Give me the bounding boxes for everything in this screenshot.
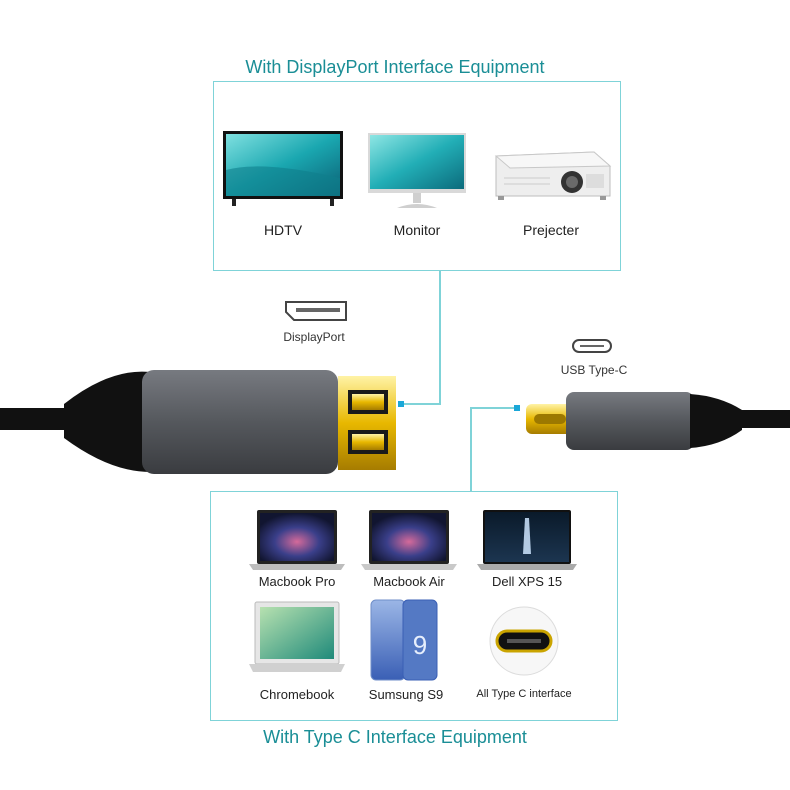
phone-icon: 9 [369, 598, 441, 682]
connector-dot-usb-c [514, 405, 520, 411]
top-section-title: With DisplayPort Interface Equipment [245, 57, 545, 77]
usb-c-cable [520, 380, 790, 460]
svg-text:9: 9 [413, 630, 427, 660]
hdtv-icon [222, 130, 344, 210]
laptop-icon [361, 508, 457, 572]
bottom-section-title: With Type C Interface Equipment [263, 727, 527, 747]
projector-icon [490, 144, 612, 202]
usb-c-port-icon [572, 338, 612, 354]
type-c-devices-box: Macbook Pro Macbook Air Dell XPS 15 Chro… [210, 491, 618, 721]
device-label-hdtv: HDTV [263, 222, 303, 238]
displayport-label: DisplayPort [283, 330, 345, 344]
device-label-macbook-pro: Macbook Pro [258, 574, 336, 589]
laptop-icon [249, 600, 345, 678]
device-label-samsung-s9: Sumsung S9 [368, 687, 444, 702]
connector-line-top-vertical [439, 271, 441, 404]
displayport-devices-box: HDTV Monitor Prejecter [213, 81, 621, 271]
laptop-icon [477, 508, 577, 572]
monitor-icon [367, 132, 467, 212]
device-label-projector: Prejecter [522, 222, 580, 238]
usb-c-label: USB Type-C [560, 363, 628, 377]
connector-line-top-horizontal [401, 403, 441, 405]
device-label-monitor: Monitor [393, 222, 441, 238]
usb-c-port-icon [487, 604, 561, 678]
device-label-dell-xps-15: Dell XPS 15 [491, 574, 563, 589]
displayport-cable [0, 360, 400, 480]
device-label-macbook-air: Macbook Air [373, 574, 445, 589]
device-label-all-type-c: All Type C interface [476, 688, 572, 700]
connector-line-bottom-horizontal [470, 407, 516, 409]
laptop-icon [249, 508, 345, 572]
displayport-port-icon [284, 300, 348, 322]
connector-dot-displayport [398, 401, 404, 407]
connector-line-bottom-vertical [470, 407, 472, 492]
device-label-chromebook: Chromebook [259, 687, 335, 702]
